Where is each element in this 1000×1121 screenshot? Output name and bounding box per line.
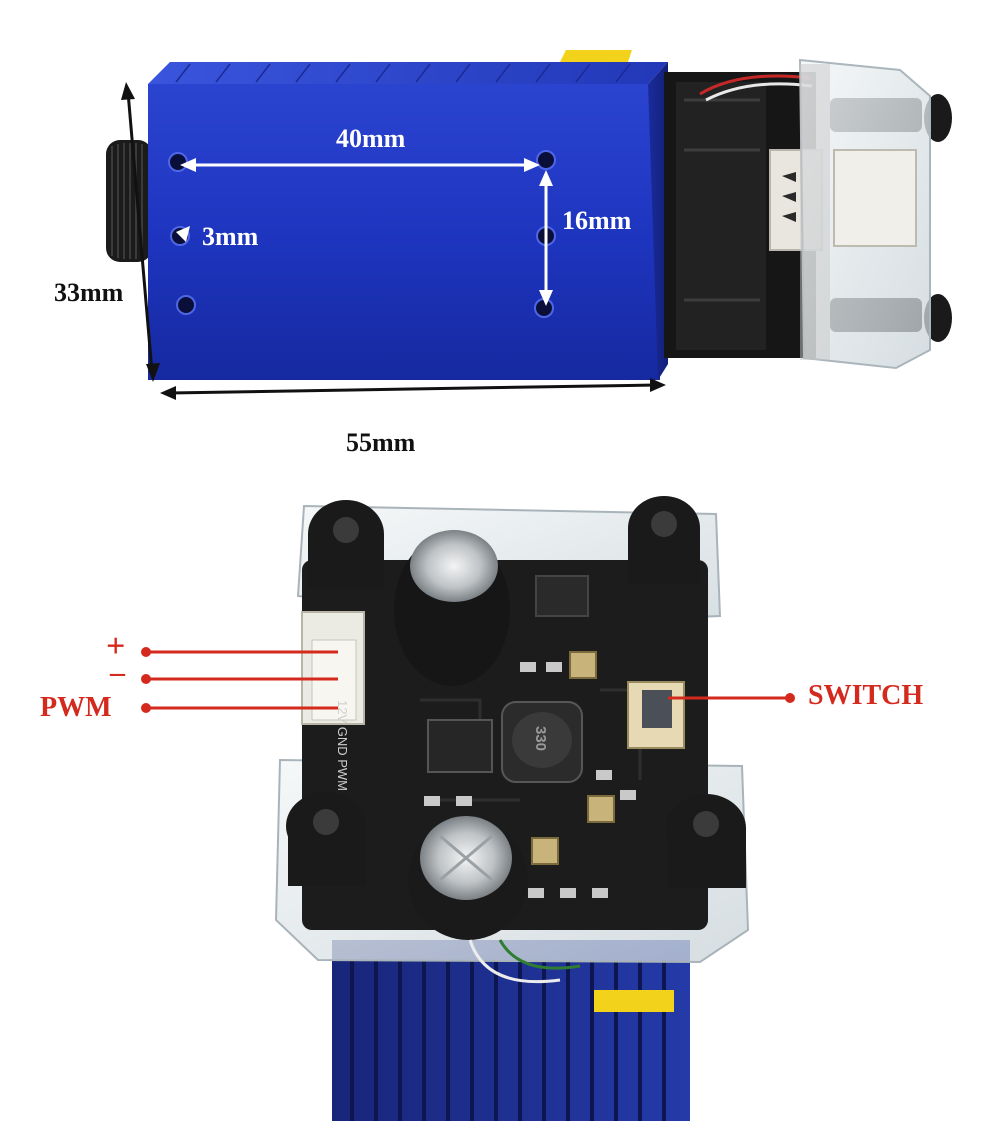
silkscreen-pin-labels: 12V GND PWM — [335, 700, 350, 792]
inductor — [501, 701, 583, 783]
label-3mm: 3mm — [202, 222, 259, 251]
label-40mm: 40mm — [336, 124, 406, 153]
heatsink-fins — [332, 940, 690, 1121]
ic-chip — [535, 575, 589, 617]
label-16mm: 16mm — [562, 206, 632, 235]
label-pwm: PWM — [40, 692, 112, 723]
heatsink-body — [148, 84, 660, 380]
switch-component[interactable] — [627, 681, 685, 749]
capacitor-bottom — [408, 816, 528, 940]
label-55mm: 55mm — [346, 428, 416, 457]
label-33mm: 33mm — [54, 278, 124, 307]
dimension-arrows-black — [121, 82, 666, 400]
fan-housing — [664, 58, 952, 370]
label-minus: – — [110, 656, 125, 689]
dimension-arrows-white — [176, 158, 553, 306]
warning-sticker — [560, 50, 632, 62]
label-plus: + — [106, 628, 126, 665]
potentiometers — [531, 651, 615, 865]
inductor-marking: 330 — [532, 725, 550, 752]
connector-leader-lines — [141, 647, 795, 713]
label-switch: SWITCH — [808, 680, 924, 711]
regulator-chip — [427, 719, 493, 773]
capacitor-top — [394, 530, 510, 686]
